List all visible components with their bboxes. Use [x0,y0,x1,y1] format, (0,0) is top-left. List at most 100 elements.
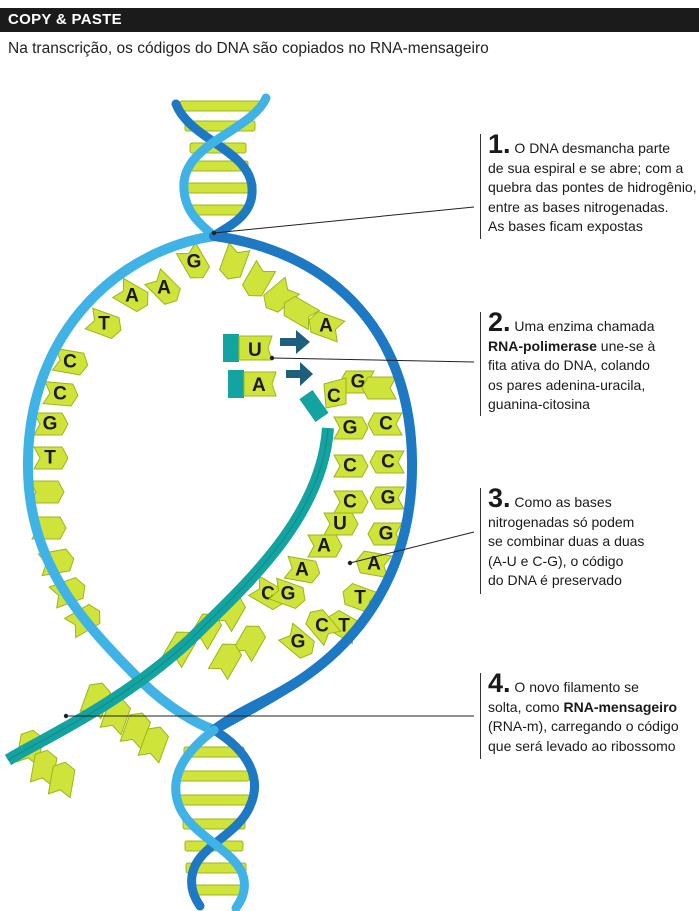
callout-4-prebold: solta, como [488,698,564,715]
helix-rung [178,770,250,782]
callout-1-number: 1. [488,129,511,159]
dna-strand-dark-top [171,99,257,241]
right-base-letter: A [367,554,381,575]
callout-4-number: 4. [488,668,511,698]
dna-strand-light-bubble [22,231,219,735]
left-base-letter: G [43,414,58,435]
callout-4-lead: O novo filamento se [514,679,639,695]
callout-2-lead: Uma enzima chamada [514,318,655,334]
callout-2: 2. Uma enzima chamada RNA-polimerase une… [488,309,656,415]
right-base-letter: T [354,588,366,609]
callout-1-line: quebra das pontes de hidrogênio, [488,179,697,195]
mrna-base-letter: G [281,584,296,605]
callout-1: 1. O DNA desmancha parte de sua espiral … [488,131,697,237]
left-base: A [111,277,149,313]
right-base-letter: G [381,488,396,509]
lower-base [137,726,170,764]
callout-1-line: de sua espiral e se abre; com a [488,159,684,176]
mrna-base: U [323,512,359,536]
nucleotide-u-letter: U [248,340,262,361]
mrna-base-letter: A [317,536,331,557]
mrna-base: C [333,454,369,478]
mrna-base-letter: A [295,560,309,581]
right-base-letter: G [351,372,366,393]
incoming-nucleotides: U A [223,334,277,398]
mrna-base: G [277,622,315,659]
right-base-letter: C [379,414,393,435]
left-base: T [33,446,69,470]
callout-3-line: (A-U e C-G), o código [488,552,624,569]
right-base: G [367,522,403,546]
mrna-base: A [307,534,343,558]
right-base-letter: A [319,316,333,337]
right-base-letter: G [379,524,394,545]
callout-4: 4. O novo filamento se solta, como RNA-m… [488,670,679,756]
dna-strand-light-top [179,93,271,241]
callout-2-bar [480,312,482,416]
callout-3-number: 3. [488,483,511,513]
helix-rung [183,182,257,194]
callout-4-line: que será levado ao ribossomo [488,737,676,754]
left-base-letter: A [157,278,171,299]
page-title: COPY & PASTE [8,11,122,28]
callout-2-line: fita ativa do DNA, colando [488,357,650,373]
callout-2-bold: RNA-polimerase [488,337,597,354]
callout-1-bar [480,134,482,239]
callout-2-number: 2. [488,307,511,337]
lower-left-bases [15,595,267,799]
nucleotide-a-backbone [228,370,244,398]
callout-3-line: do DNA é preservado [488,572,622,588]
callout-3-line: Como as bases [514,494,612,510]
lower-base [119,712,152,750]
callout-3-bar [480,488,482,594]
mrna-base: C [333,490,369,514]
mrna-base-letter: C [343,492,357,513]
left-base-blank [263,276,301,313]
mrna-base: G [333,416,369,440]
left-base-letter: A [125,286,139,307]
callout-3-line: nitrogenadas só podem [488,513,635,530]
callout-3-line: se combinar duas a duas [488,533,645,549]
arrow-icon-upper [280,330,310,354]
mrna-base-letter: G [291,632,306,653]
right-base: G [369,486,405,510]
right-base-blank [361,376,397,400]
right-base-blank [283,295,321,331]
callout-2-line: guanina-citosina [488,396,590,412]
left-base: C [51,347,89,376]
page-subtitle: Na transcrição, os códigos do DNA são co… [8,40,489,57]
left-base-letter: C [53,384,67,405]
dna-strand-light-cross [209,675,305,735]
left-base: A [143,267,181,305]
left-base-letter: G [187,252,202,273]
nucleotide-a-base [243,371,277,397]
left-base-blank [241,259,277,297]
leader-line-1 [213,206,475,234]
callout-4-bold: RNA-mensageiro [563,698,678,715]
helix-rung [190,204,246,216]
left-base: C [42,381,79,407]
left-base-letter: T [44,448,56,469]
left-base-blank [218,242,251,280]
lower-base [47,761,76,799]
arrow-icon-lower [286,362,313,386]
left-base: G [33,412,69,436]
helix-rung [185,862,247,874]
nucleotide-a-letter: A [252,375,266,396]
helix-rung [177,794,255,806]
callout-2-line: os pares adenina-uracila, [488,376,646,393]
helix-rung [179,100,261,112]
callout-2-rest: une-se à [596,337,656,354]
callout-1-line: As bases ficam expostas [488,218,643,234]
mrna-base-letter: U [333,514,347,535]
leader-line-2 [271,357,475,363]
left-base-letter: T [98,314,110,335]
callout-3: 3. Como as bases nitrogenadas só podem s… [488,485,645,591]
left-base: G [175,241,211,279]
mrna-top-unit: C [299,377,347,423]
right-base: C [367,412,403,436]
title-bar: COPY & PASTE [0,8,699,32]
